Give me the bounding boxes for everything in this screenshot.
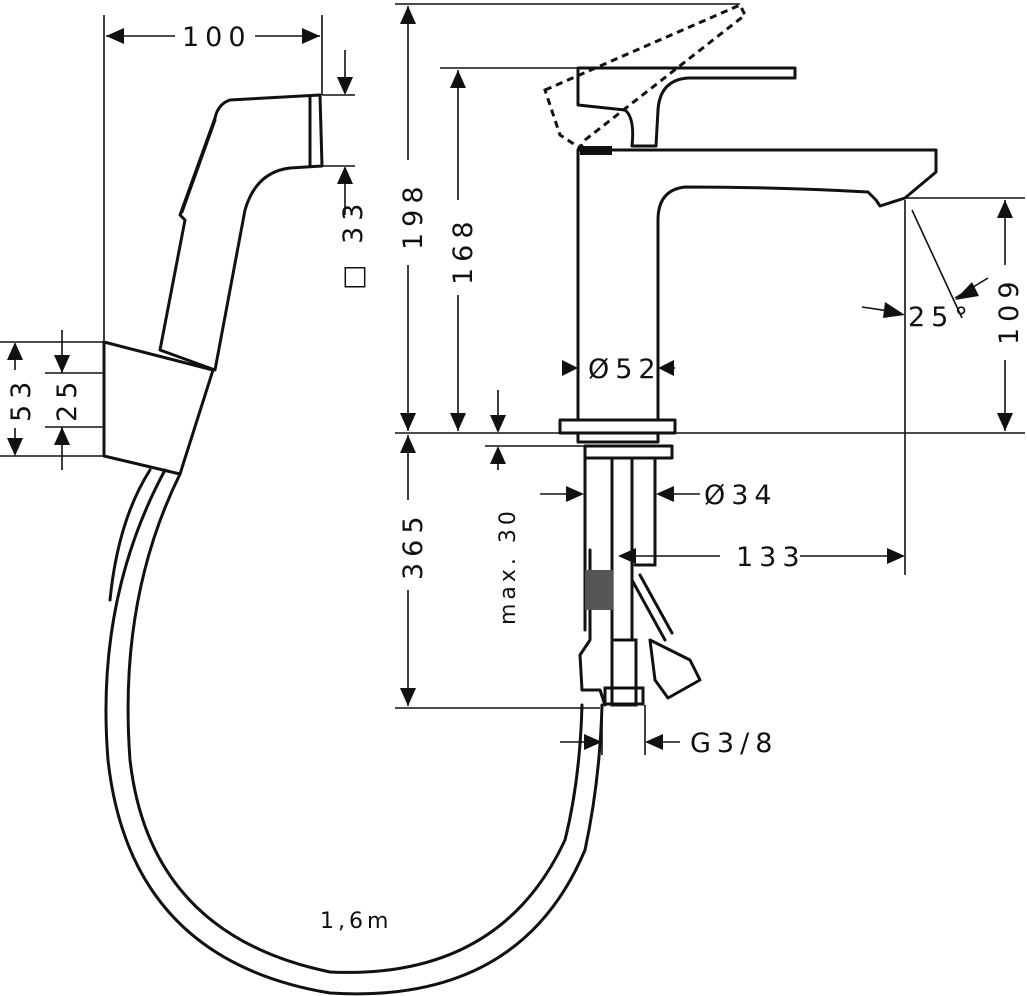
hose <box>104 468 604 996</box>
dim-holder-inner: 25 <box>52 376 83 422</box>
dim-base-diameter: Ø52 <box>588 354 662 385</box>
dim-spout-angle: 25° <box>908 302 974 333</box>
faucet-body <box>543 3 938 642</box>
dim-holder-height: 53 <box>6 376 37 422</box>
dim-hose-length: 1,6m <box>320 909 392 934</box>
dim-below-deck: 365 <box>398 510 429 580</box>
dim-reach: 133 <box>736 542 806 573</box>
dim-connection: G3/8 <box>690 728 778 759</box>
dim-spout-height: 109 <box>994 275 1025 345</box>
dim-handshower-width: 100 <box>182 22 252 53</box>
dim-nozzle-square: □ 33 <box>338 198 369 290</box>
dim-height-spout: 168 <box>448 215 479 285</box>
dim-shank-diameter: Ø34 <box>704 480 778 511</box>
hand-shower <box>158 93 324 372</box>
dim-max-deck: max. 30 <box>496 507 521 625</box>
dimension-lines <box>0 3 1025 755</box>
dim-height-total: 198 <box>398 180 429 250</box>
supply-hoses <box>578 548 702 707</box>
